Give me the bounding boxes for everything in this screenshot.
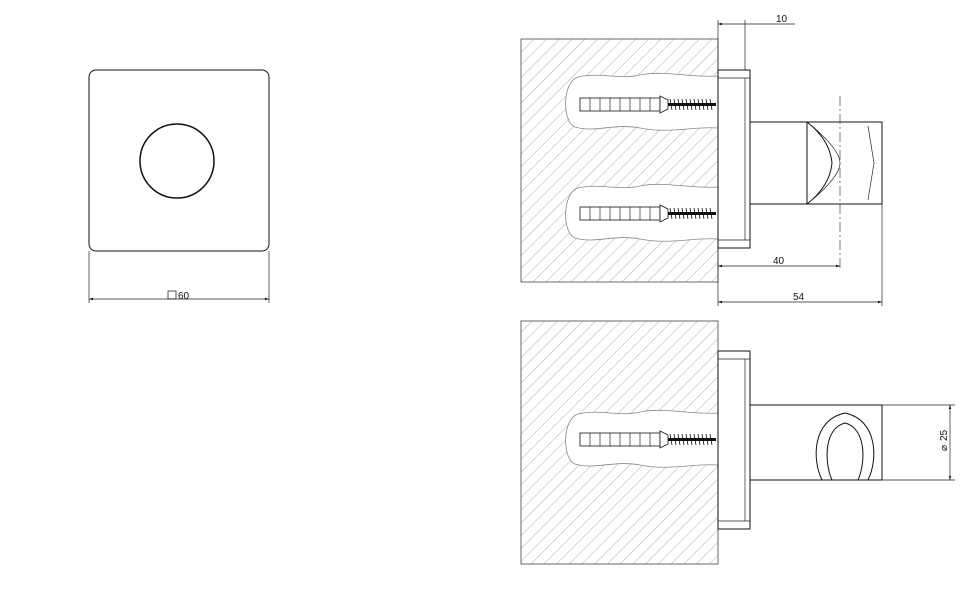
wall-anchor-lower xyxy=(579,204,669,223)
wall-anchor-bottom xyxy=(579,430,669,449)
side-view-bottom: ⌀ 25 xyxy=(520,320,955,565)
holder-body-top xyxy=(749,121,808,205)
screw-bottom xyxy=(668,433,716,446)
axis-offset-label: 40 xyxy=(773,256,785,267)
flange-thickness-label: 10 xyxy=(776,14,788,25)
square-symbol-icon xyxy=(167,290,177,300)
screw-upper xyxy=(668,98,716,111)
front-view: 60 xyxy=(88,69,270,303)
holder-diameter-label: 25 xyxy=(939,429,950,441)
holder-circle xyxy=(139,123,215,199)
total-depth-label: 54 xyxy=(793,292,805,303)
width-dimension-label: 60 xyxy=(178,291,190,302)
wall-anchor-upper xyxy=(579,95,669,114)
holder-bracket-top xyxy=(805,121,883,205)
holder-body-bottom xyxy=(749,404,883,481)
screw-lower xyxy=(668,207,716,220)
cover-plate xyxy=(88,69,270,252)
diameter-symbol-icon: ⌀ xyxy=(939,445,950,451)
holder-clamp-ring xyxy=(815,412,875,481)
side-view-top: 10 40 54 xyxy=(520,14,883,306)
